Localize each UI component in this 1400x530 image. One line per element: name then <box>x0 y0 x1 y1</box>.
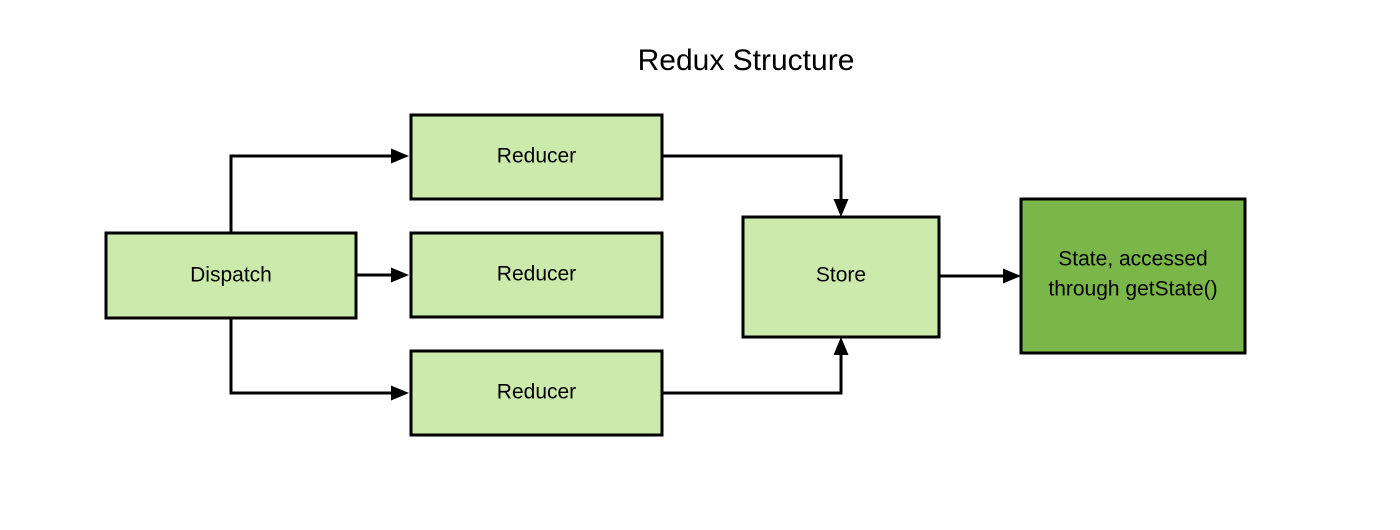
node-reducer-top[interactable]: Reducer <box>409 113 664 201</box>
edge-dispatch-to-reducer-middle <box>356 267 409 283</box>
node-reducer-middle-label: Reducer <box>497 263 576 286</box>
node-store-label: Store <box>816 264 866 287</box>
arrow-head-icon <box>1003 268 1021 284</box>
node-dispatch-box[interactable] <box>104 231 358 320</box>
node-state-label-line-1: State, accessed <box>1058 248 1207 271</box>
edge-line <box>662 154 843 206</box>
arrow-head-icon <box>391 148 409 164</box>
arrow-head-icon <box>391 385 409 401</box>
node-dispatch[interactable]: Dispatch <box>104 231 358 320</box>
node-reducer-bottom-box[interactable] <box>409 349 664 437</box>
edge-line <box>229 154 398 233</box>
node-reducer-bottom-label: Reducer <box>497 381 576 404</box>
edge-reducer-bottom-to-store <box>662 337 849 395</box>
arrow-head-icon <box>391 267 409 283</box>
edge-dispatch-to-reducer-bottom <box>229 318 409 401</box>
edge-line <box>229 318 398 395</box>
node-reducer-middle-box[interactable] <box>409 231 664 319</box>
arrow-head-icon <box>833 337 849 355</box>
node-state-label-line-2: through getState() <box>1048 278 1217 301</box>
node-store[interactable]: Store <box>741 215 941 339</box>
edge-dispatch-to-reducer-top <box>229 148 409 233</box>
edge-line <box>662 348 843 395</box>
node-state[interactable]: State, accessed through getState() <box>1019 197 1247 355</box>
node-dispatch-label: Dispatch <box>190 264 272 287</box>
arrow-head-icon <box>833 199 849 217</box>
node-reducer-top-box[interactable] <box>409 113 664 201</box>
node-state-box[interactable] <box>1019 197 1247 355</box>
page-title: Redux Structure <box>638 44 855 77</box>
node-reducer-bottom[interactable]: Reducer <box>409 349 664 437</box>
node-reducer-middle[interactable]: Reducer <box>409 231 664 319</box>
edge-reducer-top-to-store <box>662 154 849 217</box>
edge-store-to-state <box>939 268 1021 284</box>
node-store-box[interactable] <box>741 215 941 339</box>
node-reducer-top-label: Reducer <box>497 145 576 168</box>
